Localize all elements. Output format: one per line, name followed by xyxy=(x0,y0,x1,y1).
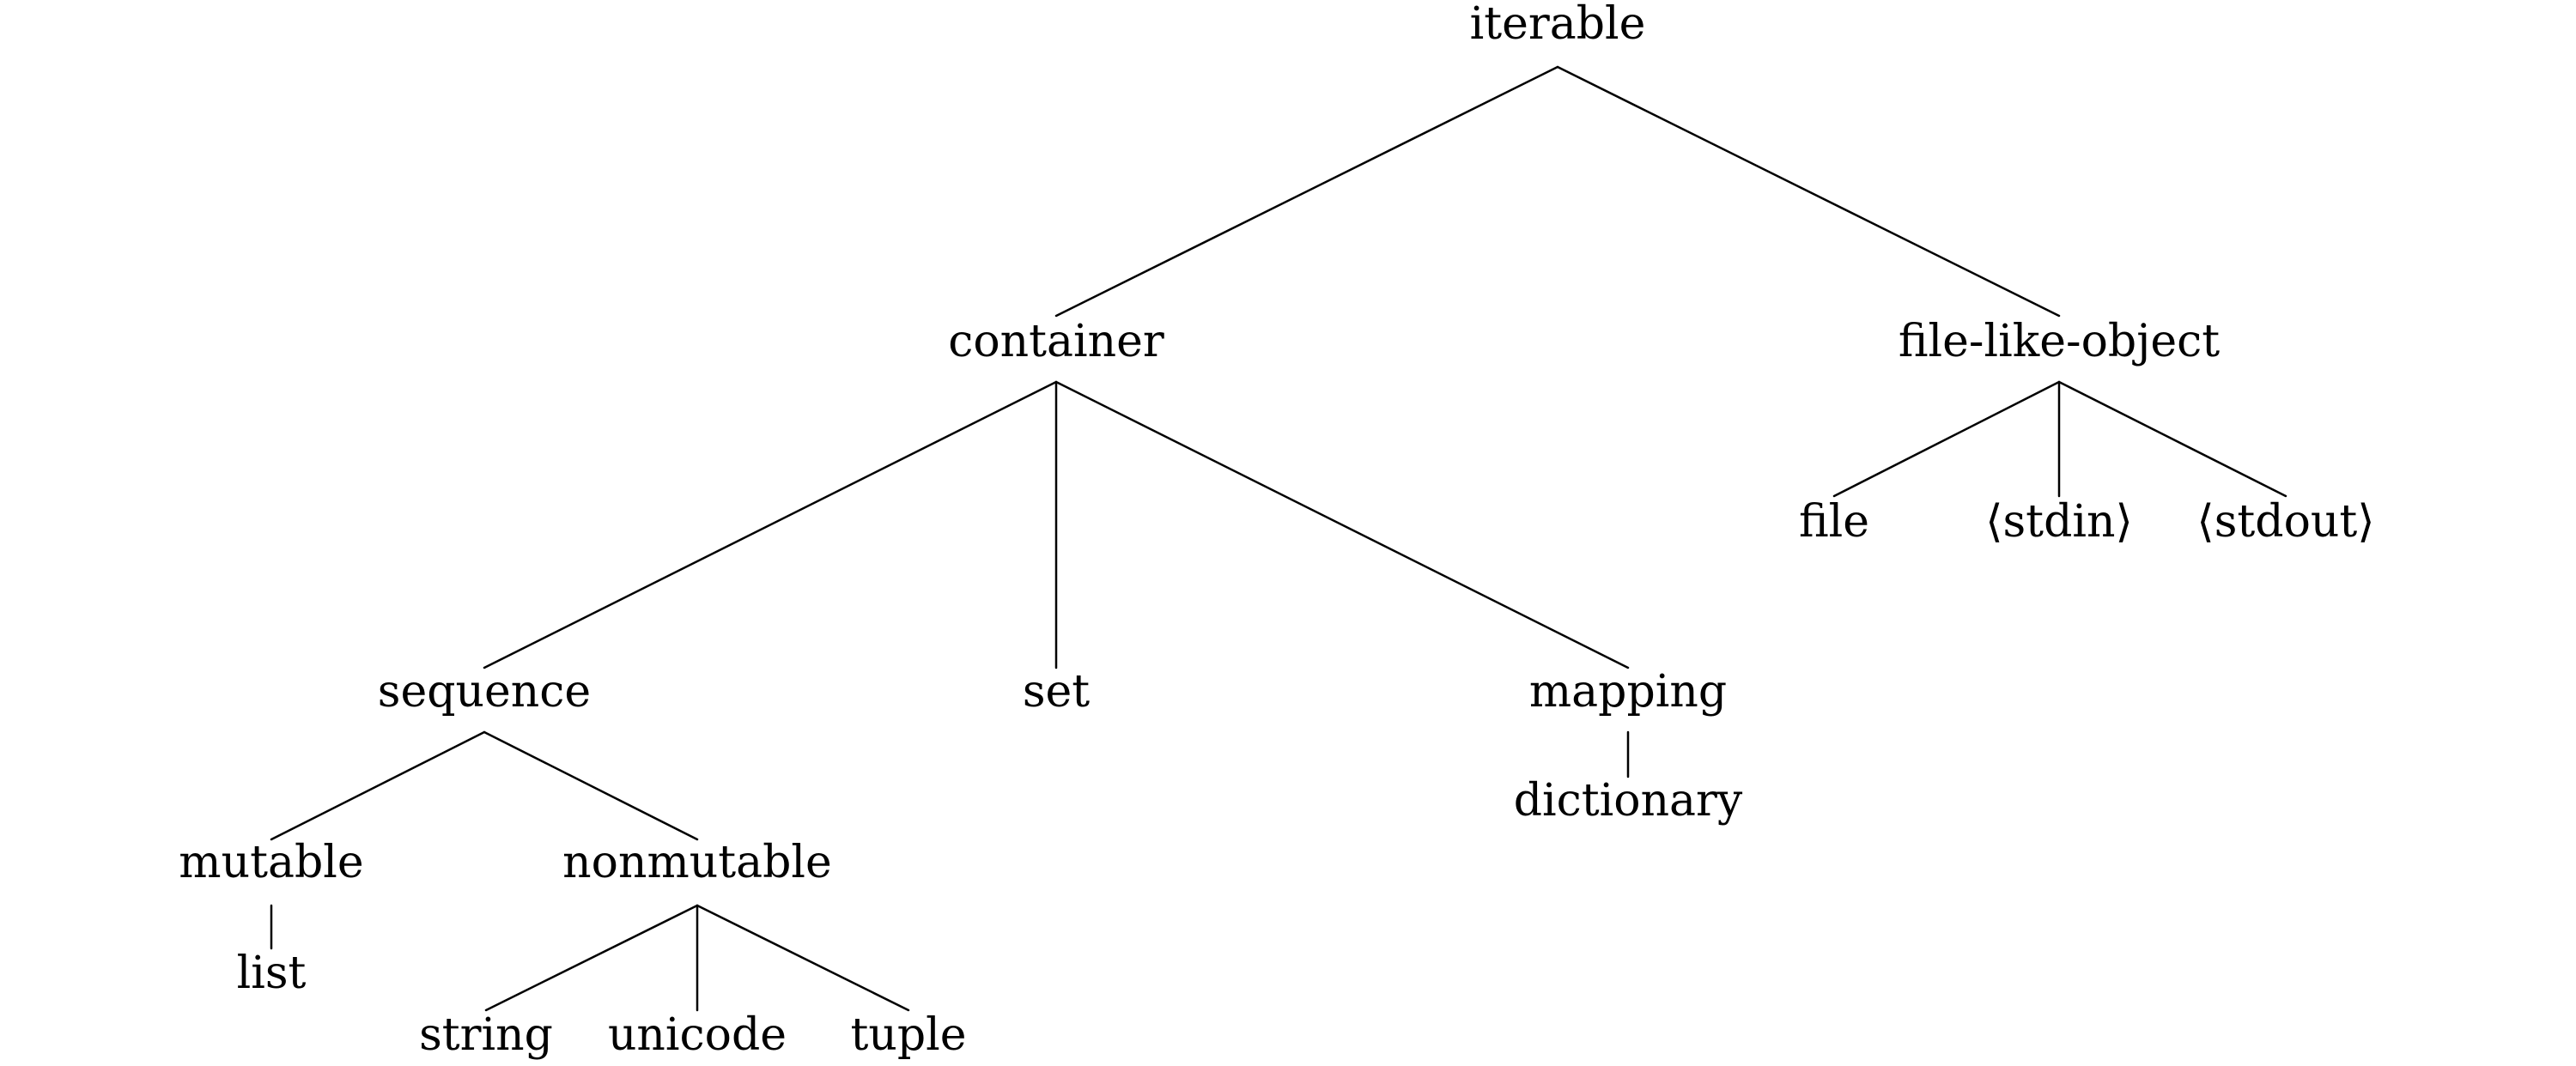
node-file-like-object: file-like-object xyxy=(1899,316,2220,367)
edge-container-to-sequence xyxy=(483,380,1058,669)
node-tuple: tuple xyxy=(850,1009,966,1061)
node-iterable: iterable xyxy=(1470,0,1646,50)
node-stdout: ⟨stdout⟩ xyxy=(2196,496,2374,548)
node-sequence: sequence xyxy=(378,666,591,718)
tree-edges xyxy=(270,65,2287,1012)
edge-nonmutable-to-string xyxy=(484,904,699,1012)
node-stdin: ⟨stdin⟩ xyxy=(1985,496,2133,548)
node-mapping: mapping xyxy=(1529,666,1727,718)
node-mutable: mutable xyxy=(179,837,363,888)
node-unicode: unicode xyxy=(608,1009,787,1061)
node-dictionary: dictionary xyxy=(1514,775,1743,827)
edge-sequence-to-mutable xyxy=(270,730,486,841)
edge-sequence-to-nonmutable xyxy=(483,730,699,841)
edge-file-like-object-to-stdout xyxy=(2057,380,2287,498)
edge-container-to-mapping xyxy=(1054,380,1630,669)
node-file: file xyxy=(1799,496,1869,548)
node-set: set xyxy=(1023,666,1090,718)
edge-iterable-to-file-like-object xyxy=(1556,65,2061,318)
node-nonmutable: nonmutable xyxy=(562,837,832,888)
edge-iterable-to-container xyxy=(1054,65,1559,318)
node-string: string xyxy=(419,1009,553,1061)
node-list: list xyxy=(237,948,307,999)
tree-labels: iterable container file-like-object sequenc… xyxy=(179,0,2374,1061)
edge-nonmutable-to-tuple xyxy=(696,904,910,1012)
node-container: container xyxy=(948,316,1164,367)
edge-file-like-object-to-file xyxy=(1832,380,2061,498)
